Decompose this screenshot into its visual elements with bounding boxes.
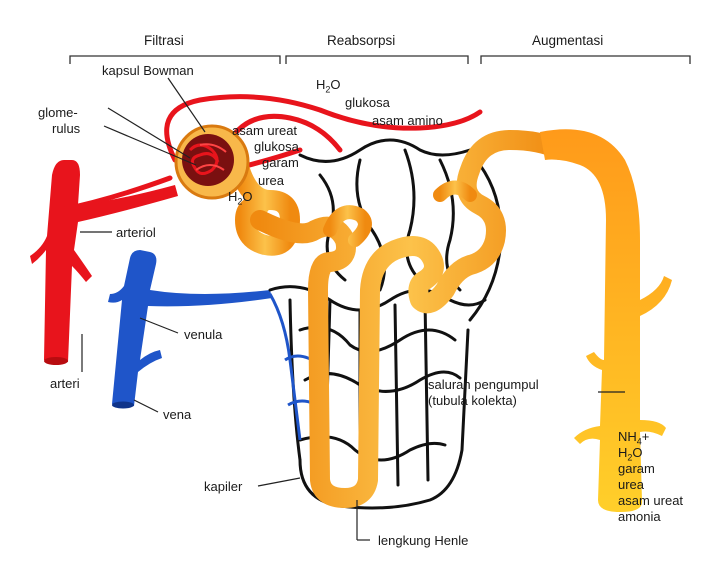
header-filtrasi: Filtrasi xyxy=(144,34,184,48)
renal-tubule xyxy=(240,140,560,498)
urine-nh4: NH4+ xyxy=(618,430,649,444)
reabsorpsi-asam-amino: asam amino xyxy=(372,114,443,128)
bracket-reabsorpsi xyxy=(286,56,468,64)
label-rulus: rulus xyxy=(52,122,80,136)
label-kapsul-bowman: kapsul Bowman xyxy=(102,64,194,78)
filtrate-asam-ureat: asam ureat xyxy=(232,124,297,138)
filtrate-urea: urea xyxy=(258,174,284,188)
header-augmentasi: Augmentasi xyxy=(532,34,603,48)
label-glome: glome- xyxy=(38,106,78,120)
reabsorpsi-glukosa: glukosa xyxy=(345,96,390,110)
label-saluran-pengumpul: saluran pengumpul xyxy=(428,378,539,392)
label-tubula-kolekta: (tubula kolekta) xyxy=(428,394,517,408)
filtrate-h2o: H2O xyxy=(228,190,253,204)
collecting-duct xyxy=(540,129,672,512)
urine-garam: garam xyxy=(618,462,655,476)
label-vena: vena xyxy=(163,408,191,422)
reabsorpsi-h2o: H2O xyxy=(316,78,341,92)
label-lengkung-henle: lengkung Henle xyxy=(378,534,468,548)
filtrate-garam: garam xyxy=(262,156,299,170)
urine-urea: urea xyxy=(618,478,644,492)
label-kapiler: kapiler xyxy=(204,480,242,494)
urine-asam-ureat: asam ureat xyxy=(618,494,683,508)
urine-h2o: H2O xyxy=(618,446,643,460)
label-arteri: arteri xyxy=(50,377,80,391)
header-reabsorpsi: Reabsorpsi xyxy=(327,34,395,48)
label-venula: venula xyxy=(184,328,222,342)
filtrate-glukosa: glukosa xyxy=(254,140,299,154)
urine-amonia: amonia xyxy=(618,510,661,524)
label-arteriol: arteriol xyxy=(116,226,156,240)
bracket-augmentasi xyxy=(481,56,690,64)
